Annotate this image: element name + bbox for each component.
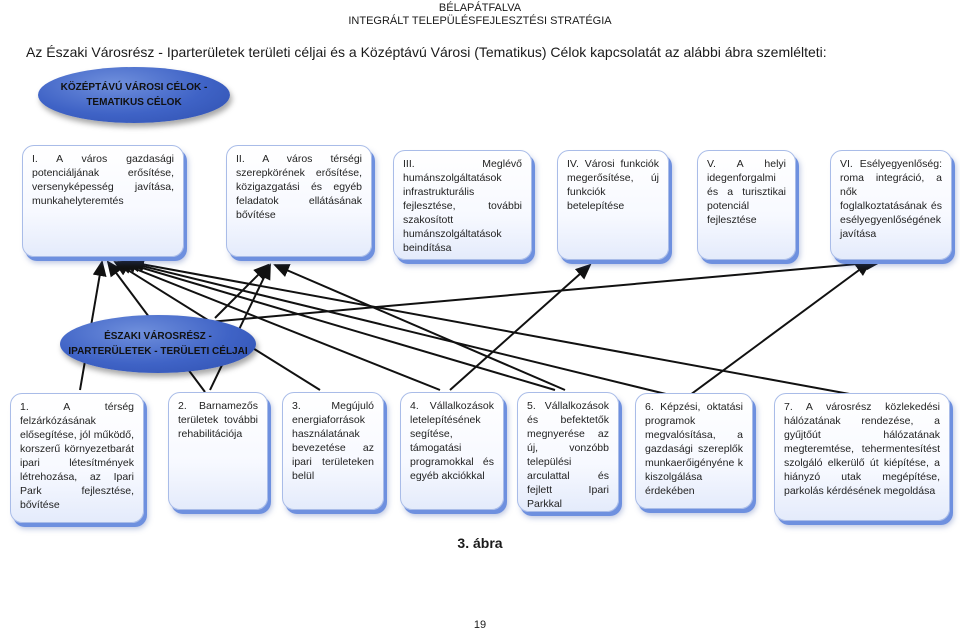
area-goal-7: 7. A városrész közlekedési hálózatának r… <box>774 393 950 521</box>
arrow-4-IV <box>449 263 592 391</box>
arrow-mid-II <box>214 263 270 319</box>
area-goal-2: 2. Barnamezős területek további rehabili… <box>168 392 268 510</box>
arrow-5-I <box>120 259 556 391</box>
area-goal-text: 5. Vállalkozások és befektetők megnyerés… <box>527 400 609 510</box>
document-header: BÉLAPÁTFALVA INTEGRÁLT TELEPÜLÉSFEJLESZT… <box>0 2 960 28</box>
area-goal-5: 5. Vállalkozások és befektetők megnyerés… <box>517 392 619 512</box>
arrow-1-VI <box>119 256 882 331</box>
area-ellipse-line2: IPARTERÜLETEK - TERÜLETI CÉLJAI <box>68 346 248 357</box>
area-goals-ellipse: ÉSZAKI VÁROSRÉSZ - IPARTERÜLETEK - TERÜL… <box>60 315 256 373</box>
intro-text: Az Északi Városrész - Iparterületek terü… <box>26 44 827 60</box>
arrow-5-II <box>273 264 566 391</box>
area-goal-4: 4. Vállalkozások letelepítésének segítés… <box>400 392 504 510</box>
arrow-6-I <box>124 258 671 396</box>
thematic-goal-V: V. A helyi idegenforgalmi és a turisztik… <box>697 150 796 260</box>
thematic-goal-VI: VI. Esélyegyenlőség: roma integráció, a … <box>830 150 952 260</box>
page-number: 19 <box>473 619 487 631</box>
thematic-goal-text: V. A helyi idegenforgalmi és a turisztik… <box>707 158 786 226</box>
area-goal-3: 3. Megújuló energiaforrások használatána… <box>282 392 384 510</box>
thematic-ellipse-line1: KÖZÉPTÁVÚ VÁROSI CÉLOK - <box>60 82 208 93</box>
arrow-7-I <box>128 257 856 396</box>
area-goal-text: 6. Képzési, oktatási programok megvalósí… <box>645 401 743 497</box>
area-goal-text: 4. Vállalkozások letelepítésének segítés… <box>410 400 494 482</box>
thematic-goal-text: I. A város gazdasági potenciáljának erős… <box>32 153 174 207</box>
thematic-goal-text: IV. Városi funkciók megerősítése, új fun… <box>567 158 659 212</box>
thematic-goal-text: II. A város térségi szerepkörének erősít… <box>236 153 362 221</box>
thematic-ellipse-line2: TEMATIKUS CÉLOK <box>86 97 182 108</box>
thematic-goal-I: I. A város gazdasági potenciáljának erős… <box>22 145 184 257</box>
area-goal-text: 2. Barnamezős területek további rehabili… <box>178 400 258 440</box>
area-goal-text: 3. Megújuló energiaforrások használatána… <box>292 400 374 482</box>
arrow-4-I <box>116 260 441 391</box>
arrow-6-VI <box>689 260 872 396</box>
header-title: INTEGRÁLT TELEPÜLÉSFEJLESZTÉSI STRATÉGIA <box>348 15 612 27</box>
area-goal-text: 1. A térség felzárkózásának elősegítése,… <box>20 401 134 511</box>
thematic-goals-ellipse: KÖZÉPTÁVÚ VÁROSI CÉLOK - TEMATIKUS CÉLOK <box>38 67 230 123</box>
header-town: BÉLAPÁTFALVA <box>438 2 522 14</box>
area-goal-1: 1. A térség felzárkózásának elősegítése,… <box>10 393 144 523</box>
thematic-goal-IV: IV. Városi funkciók megerősítése, új fun… <box>557 150 669 260</box>
thematic-goal-III: III. Meglévő humánszolgáltatások infrast… <box>393 150 532 260</box>
thematic-goal-II: II. A város térségi szerepkörének erősít… <box>226 145 372 257</box>
area-goal-6: 6. Képzési, oktatási programok megvalósí… <box>635 393 753 509</box>
area-ellipse-line1: ÉSZAKI VÁROSRÉSZ - <box>104 331 212 342</box>
thematic-goal-text: III. Meglévő humánszolgáltatások infrast… <box>403 158 522 254</box>
thematic-goal-text: VI. Esélyegyenlőség: roma integráció, a … <box>840 158 942 240</box>
area-goal-text: 7. A városrész közlekedési hálózatának r… <box>784 401 940 497</box>
figure-caption: 3. ábra <box>457 535 503 551</box>
